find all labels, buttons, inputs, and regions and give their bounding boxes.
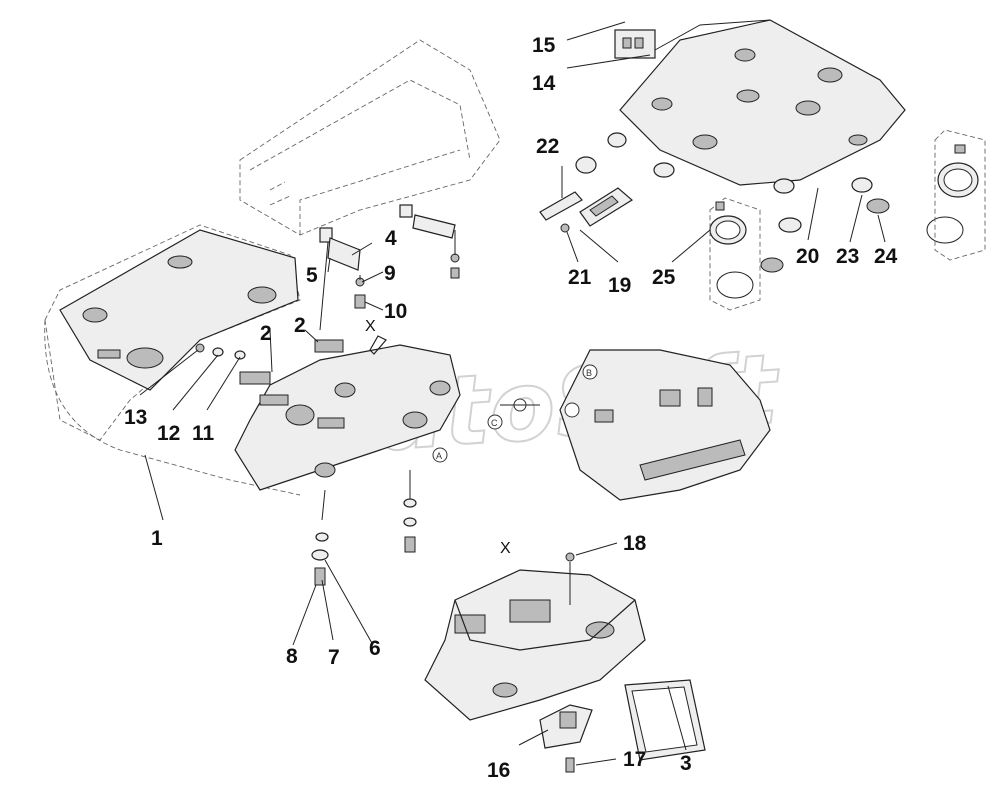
callout-2-right: 2 (294, 314, 306, 337)
callout-23: 23 (836, 245, 859, 268)
lower-fasteners (311, 470, 417, 586)
callout-4: 4 (385, 227, 397, 250)
callout-9: 9 (384, 262, 396, 285)
callout-16: 16 (487, 759, 510, 782)
callout-7: 7 (328, 646, 340, 669)
brackets-and-fasteners (195, 204, 460, 360)
callout-10: 10 (384, 300, 407, 323)
callout-15: 15 (532, 34, 556, 57)
callout-22: 22 (536, 135, 559, 158)
detail-mark-a: A (436, 451, 442, 461)
callout-19: 19 (608, 274, 631, 297)
callout-5: 5 (306, 264, 318, 287)
callout-18: 18 (623, 532, 647, 555)
callout-25: 25 (652, 266, 676, 289)
shelf-view-x (424, 552, 706, 773)
callout-21: 21 (568, 266, 592, 289)
view-x-marker-top: X (365, 318, 376, 335)
detail-mark-c: C (491, 418, 498, 428)
grommets (575, 129, 986, 311)
rear-seat-body (239, 39, 501, 236)
small-cover-parts (539, 187, 634, 233)
leader-lines (139, 21, 886, 766)
callout-11: 11 (192, 422, 215, 445)
upper-right-trim-panel (614, 19, 906, 186)
parcel-shelf-outline (44, 224, 301, 496)
callouts: 1 2 2 3 4 5 6 7 8 9 10 11 12 13 14 15 16… (124, 34, 898, 782)
callout-14: 14 (532, 72, 556, 95)
detail-mark-b: B (586, 368, 592, 378)
callout-3: 3 (680, 752, 692, 775)
callout-8: 8 (286, 645, 298, 668)
main-shelf-panel: A (234, 339, 461, 491)
shelf-view-b: B C (487, 349, 771, 501)
callout-13: 13 (124, 406, 147, 429)
callout-1: 1 (151, 527, 163, 550)
callout-12: 12 (157, 422, 180, 445)
callout-17: 17 (623, 748, 646, 771)
callout-20: 20 (796, 245, 819, 268)
callout-6: 6 (369, 637, 381, 660)
callout-24: 24 (874, 245, 898, 268)
callout-2-left: 2 (260, 322, 272, 345)
view-x-marker-bottom: X (500, 540, 511, 557)
